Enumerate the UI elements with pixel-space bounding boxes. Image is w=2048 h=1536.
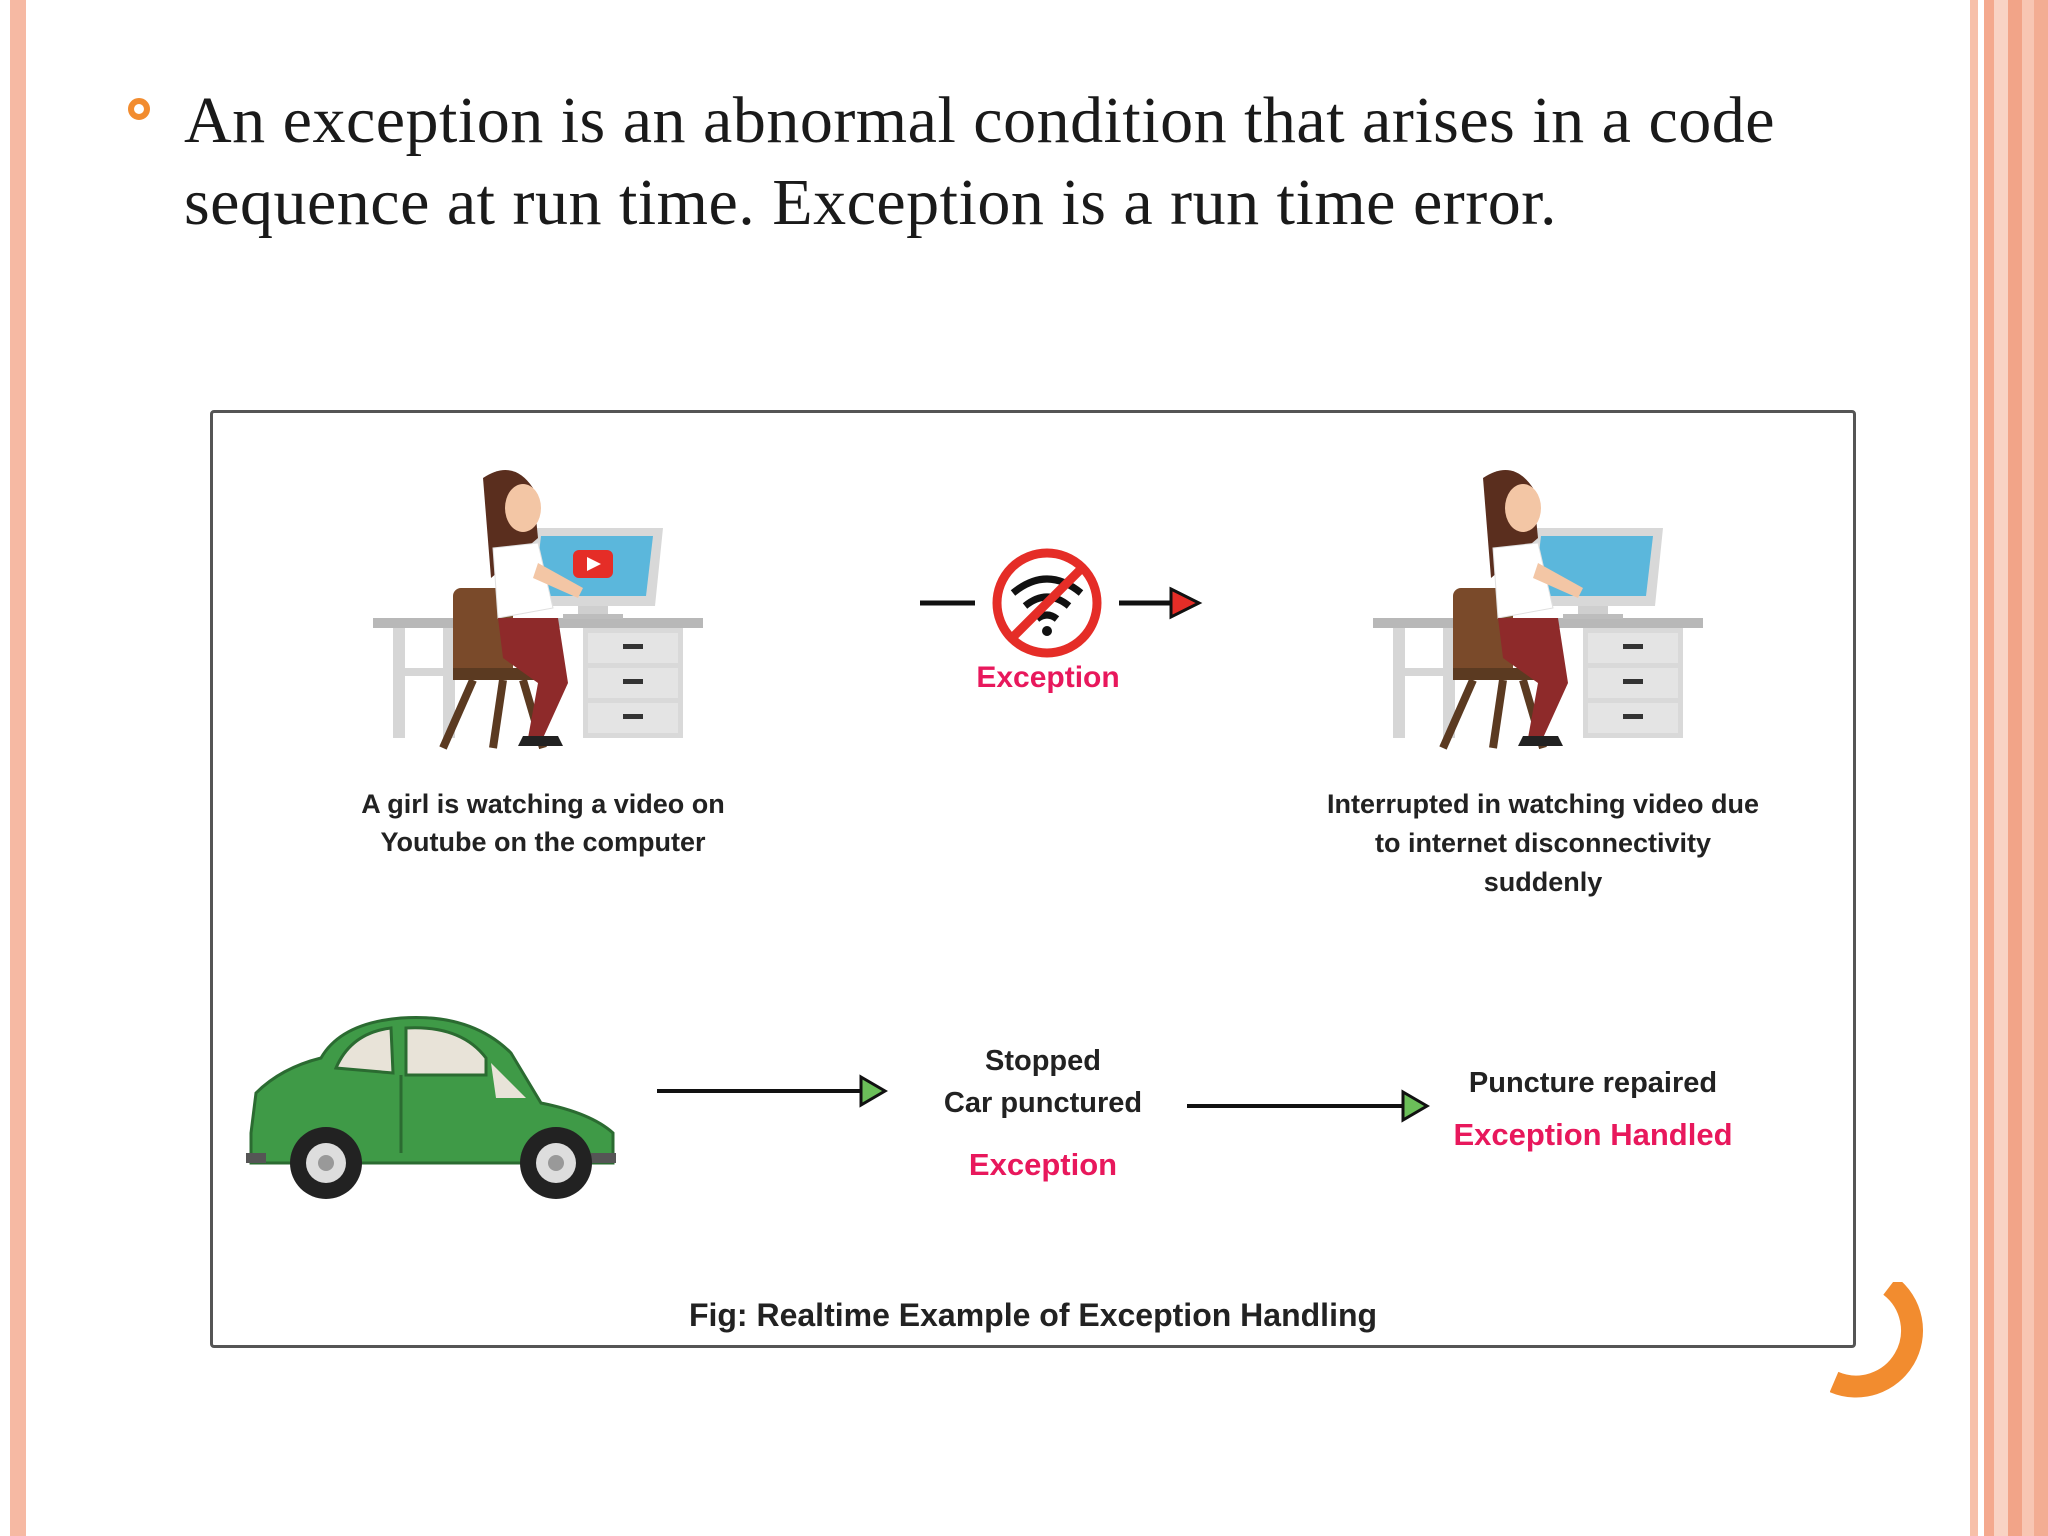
no-wifi-arrow	[920, 548, 1203, 658]
right-border-stripes	[1964, 0, 2048, 1536]
girl-interrupted-illustration	[1373, 470, 1703, 748]
orange-corner-arc-icon	[1830, 1282, 1923, 1398]
bullet-ring-icon	[128, 98, 150, 120]
girl-watching-illustration	[373, 470, 703, 748]
exception-label-bottom: Exception	[968, 1147, 1118, 1182]
car-punctured-label: Car punctured	[943, 1087, 1143, 1119]
figure-caption: Fig: Realtime Example of Exception Handl…	[688, 1297, 1378, 1333]
bullet-text: An exception is an abnormal condition th…	[184, 84, 1776, 239]
exception-handled-label: Exception Handled	[1453, 1117, 1733, 1152]
caption-girl-interrupted: Interrupted in watching video due to int…	[1326, 789, 1760, 897]
arrow-right-icon	[1401, 1089, 1430, 1123]
arrow-right-icon	[859, 1074, 888, 1108]
figure-illustration: /* keep */	[246, 413, 1859, 1199]
green-car-illustration	[246, 1015, 616, 1199]
left-border-stripe	[10, 0, 26, 1536]
exception-label-top: Exception	[976, 661, 1120, 694]
caption-girl-watching: A girl is watching a video on Youtube on…	[361, 789, 725, 857]
puncture-repaired-label: Puncture repaired	[1468, 1067, 1718, 1099]
stopped-label: Stopped	[985, 1045, 1101, 1077]
car-arrow-1	[657, 1074, 888, 1108]
arrow-right-icon	[1169, 586, 1203, 620]
car-arrow-2: /* keep */	[1187, 1089, 1430, 1123]
exception-figure: /* keep */ A girl is watching a video on…	[210, 410, 1856, 1348]
